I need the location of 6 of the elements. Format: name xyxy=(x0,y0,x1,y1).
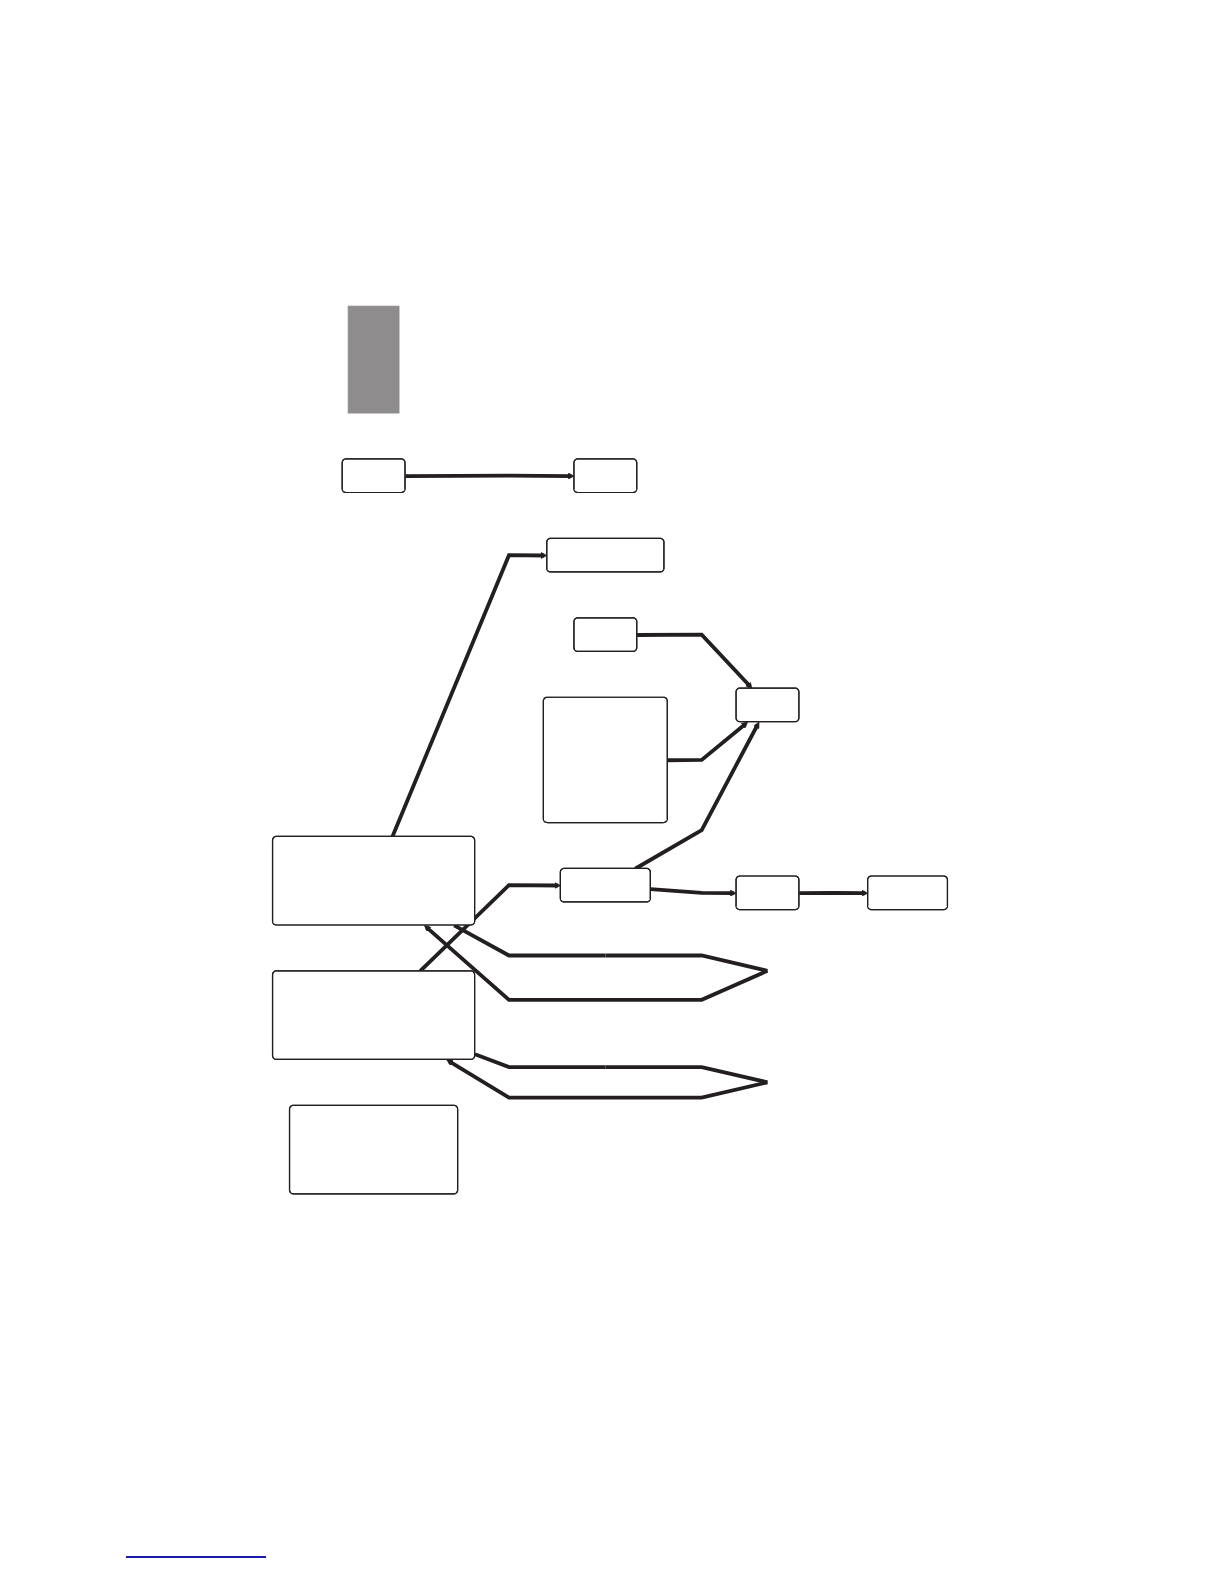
node-box xyxy=(347,305,400,414)
arrow xyxy=(667,721,749,763)
arrow xyxy=(424,923,769,1002)
arrow xyxy=(650,887,737,897)
arrow xyxy=(446,1052,768,1100)
arrow xyxy=(637,632,753,689)
